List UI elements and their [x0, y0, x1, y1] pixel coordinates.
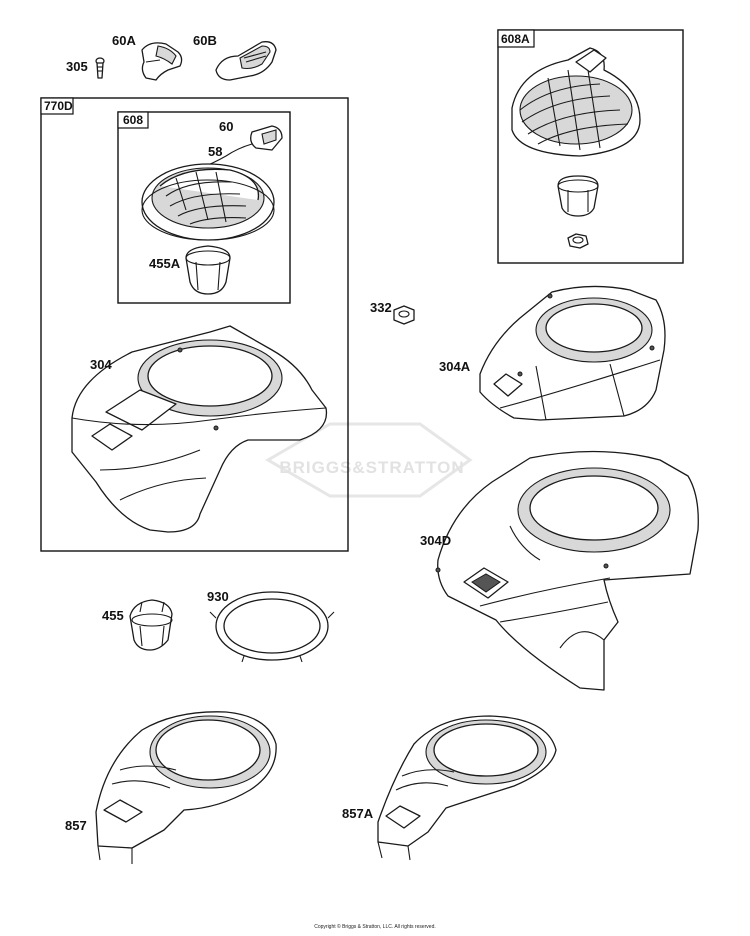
label-857A: 857A [342, 806, 374, 821]
part-608A-recoil-starter[interactable] [511, 47, 641, 157]
part-305-bolt[interactable] [95, 57, 105, 79]
kit-box-770D: 770D [40, 97, 349, 552]
part-857-air-guide[interactable] [95, 711, 277, 864]
part-608A-nut[interactable] [567, 233, 589, 249]
part-304A-blower-housing[interactable] [479, 285, 666, 421]
label-304D: 304D [420, 533, 451, 548]
copyright-notice: Copyright © Briggs & Stratton, LLC. All … [314, 924, 436, 930]
part-455-cup[interactable] [129, 599, 173, 651]
part-304-blower-housing[interactable] [71, 325, 328, 533]
part-60B-handle[interactable] [215, 41, 277, 81]
label-304A: 304A [439, 359, 471, 374]
label-60: 60 [219, 119, 233, 134]
label-58: 58 [208, 144, 222, 159]
watermark-text: BRIGGS&STRATTON [279, 458, 464, 477]
label-857: 857 [65, 818, 87, 833]
label-608A: 608A [501, 32, 530, 46]
label-930: 930 [207, 589, 229, 604]
kit-box-608: 608 [117, 111, 291, 304]
kit-box-608A: 608A [497, 29, 684, 264]
label-332: 332 [370, 300, 392, 315]
label-304: 304 [90, 357, 112, 372]
part-455A-cup[interactable] [185, 245, 231, 295]
label-455: 455 [102, 608, 124, 623]
label-305: 305 [66, 59, 88, 74]
part-60A-handle[interactable] [141, 42, 183, 81]
part-608A-cup[interactable] [557, 175, 599, 217]
label-455A: 455A [149, 256, 181, 271]
part-608-recoil-starter[interactable] [141, 163, 275, 241]
label-60A: 60A [112, 33, 136, 48]
brand-watermark: BRIGGS&STRATTON [265, 422, 473, 498]
part-930-ring[interactable] [209, 591, 335, 663]
part-857A-air-guide[interactable] [377, 715, 557, 861]
part-304D-blower-housing[interactable] [435, 450, 699, 691]
part-60-handle[interactable] [250, 125, 283, 151]
part-332-nut[interactable] [393, 305, 415, 325]
label-770D: 770D [44, 99, 73, 113]
label-608: 608 [123, 113, 143, 127]
label-60B: 60B [193, 33, 217, 48]
